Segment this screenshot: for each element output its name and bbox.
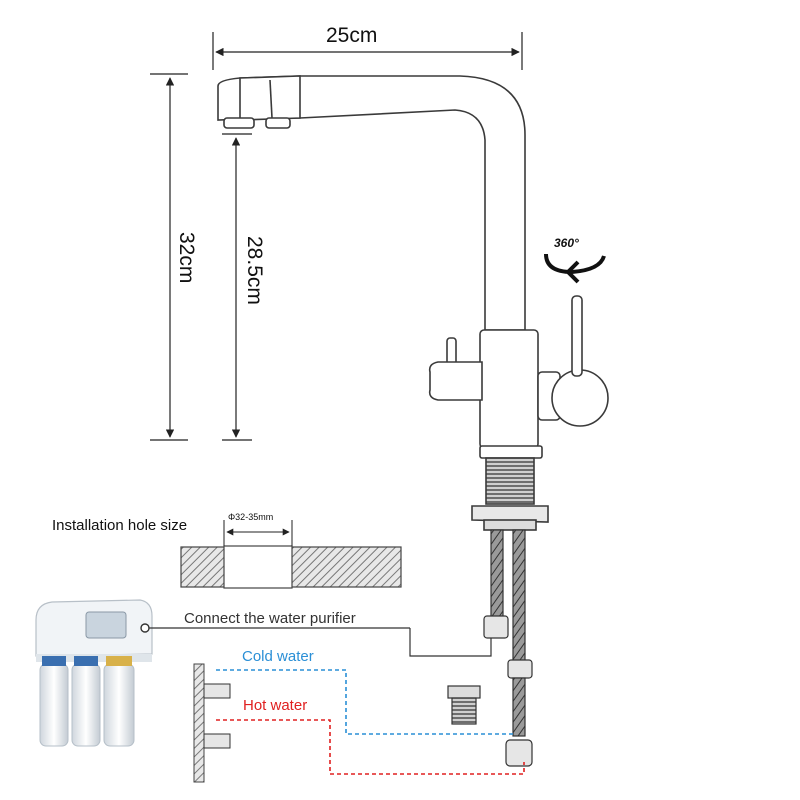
- fitting-part: [447, 685, 481, 725]
- spout-height-dimension-line: [222, 133, 252, 441]
- wall-section: [193, 663, 231, 783]
- water-purifier-image: [35, 599, 153, 747]
- hole-diameter-label: Φ32-35mm: [228, 512, 274, 522]
- rotation-arrow-icon: [544, 253, 606, 284]
- purifier-connection-line: [140, 623, 492, 657]
- total-height-label: 32cm: [175, 232, 198, 284]
- width-dimension-line: [212, 32, 523, 70]
- purifier-connection-label: Connect the water purifier: [184, 610, 356, 627]
- installation-hole-label: Installation hole size: [52, 517, 188, 534]
- rotation-label: 360°: [554, 236, 579, 250]
- supply-hoses: [483, 529, 533, 767]
- hot-water-line: [216, 719, 525, 775]
- hot-water-label: Hot water: [243, 697, 308, 714]
- total-height-dimension-line: [150, 73, 188, 441]
- cold-water-line: [216, 669, 516, 735]
- spout-height-label: 28.5cm: [243, 236, 266, 305]
- width-label: 25cm: [326, 24, 378, 47]
- installation-hole-section: [180, 520, 402, 589]
- cold-water-label: Cold water: [242, 648, 314, 665]
- faucet-drawing: [217, 75, 609, 531]
